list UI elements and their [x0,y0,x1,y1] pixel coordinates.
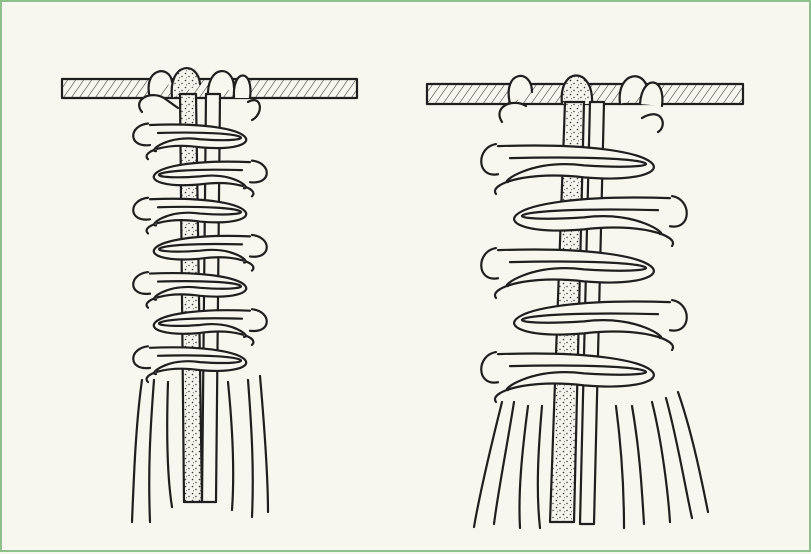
filler-cords-left [180,94,220,502]
narrow-sinnet [62,68,357,522]
knot-side-loop [250,235,267,257]
knot-side-loop [250,309,267,331]
knot-row [514,300,687,350]
knots-right [481,144,687,402]
knot-side-loop [670,196,687,227]
knot-side-loop [133,123,150,145]
knot-side-loop [133,346,150,368]
knot-side-loop [481,352,498,383]
knot-side-loop [670,300,687,331]
wide-sinnet [427,76,743,529]
knot-side-loop [133,272,150,294]
knot-side-loop [133,198,150,220]
knot-side-loop [250,161,267,183]
knot-side-loop [481,248,498,279]
knot-side-loop [481,144,498,175]
